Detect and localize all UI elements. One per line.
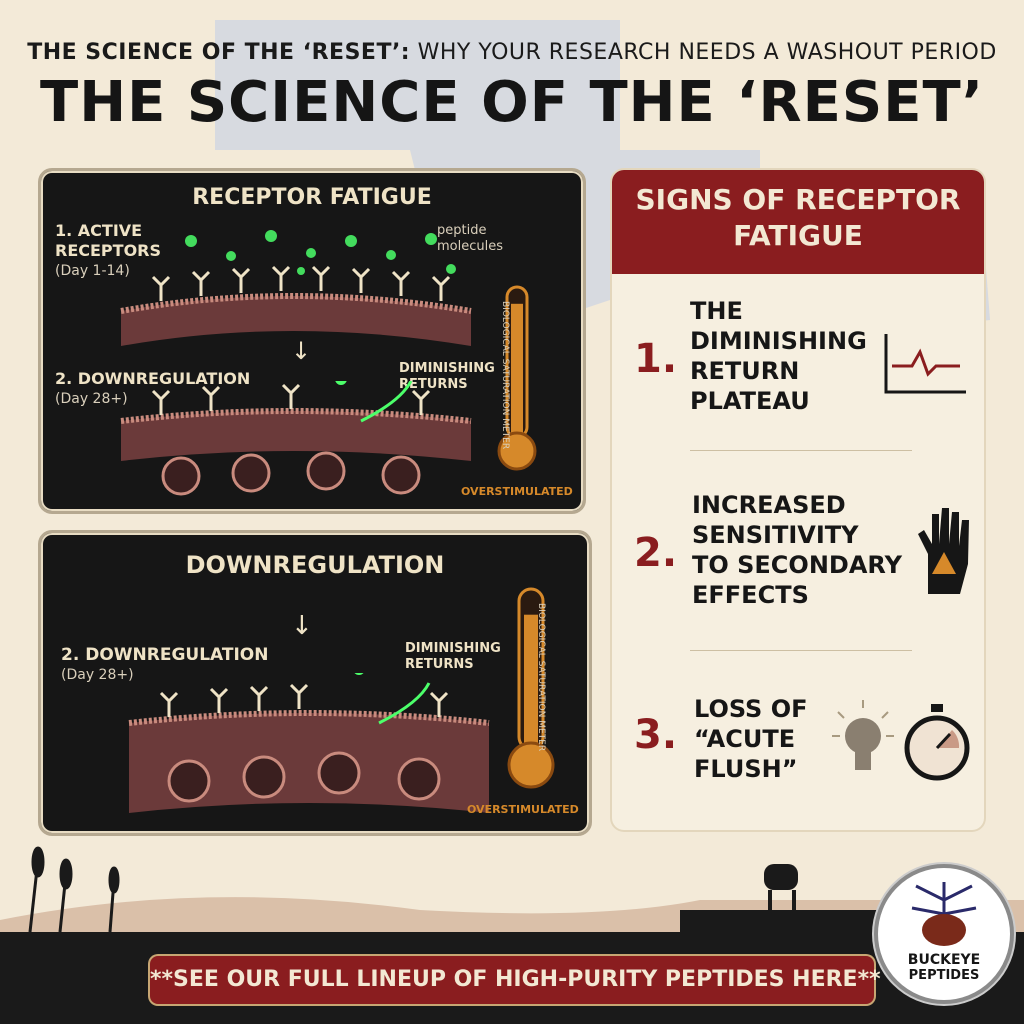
saturation-meter-label: BIOLOGICAL SATURATION METER bbox=[500, 301, 510, 450]
panel-title: RECEPTOR FATIGUE bbox=[192, 185, 432, 210]
overstimulated-label: OVERSTIMULATED bbox=[461, 485, 573, 498]
sign-text: INCREASED SENSITIVITY TO SECONDARY EFFEC… bbox=[692, 491, 902, 609]
page-title: THE SCIENCE OF THE ‘RESET’ bbox=[40, 70, 984, 135]
lineup-cta-button[interactable]: **SEE OUR FULL LINEUP OF HIGH-PURITY PEP… bbox=[150, 956, 881, 1004]
downregulated-membrane bbox=[128, 673, 490, 813]
diminishing-returns-label: DIMINISHING RETURNS bbox=[399, 361, 495, 392]
active-receptors-membrane bbox=[120, 230, 472, 346]
logo-emblem-icon bbox=[911, 882, 977, 946]
sign-text: LOSS OF “ACUTE FLUSH” bbox=[694, 695, 808, 783]
step2-label: 2. DOWNREGULATION (Day 28+) bbox=[61, 645, 269, 683]
lightbulb-icon bbox=[832, 700, 894, 770]
sign-text: THE DIMINISHING RETURN PLATEAU bbox=[690, 297, 867, 415]
diminishing-returns-label: DIMINISHING RETURNS bbox=[405, 641, 501, 672]
downregulated-membrane bbox=[120, 381, 472, 496]
sign-number: 1. bbox=[634, 336, 678, 382]
step2-label: 2. DOWNREGULATION (Day 28+) bbox=[55, 369, 251, 407]
divider bbox=[690, 450, 912, 451]
sign-item-3: 3. LOSS OF “ACUTE FLUSH” bbox=[632, 694, 972, 794]
down-arrow-icon: ↓ bbox=[291, 337, 312, 365]
molecules-label: peptide molecules bbox=[437, 223, 503, 254]
sign-item-1: 1. THE DIMINISHING RETURN PLATEAU bbox=[632, 296, 972, 416]
biohazard-glove-icon bbox=[918, 508, 969, 594]
logo-text-line1: BUCKEYE bbox=[907, 952, 981, 968]
buckeye-peptides-logo[interactable]: BUCKEYE PEPTIDES bbox=[874, 864, 1014, 1004]
signs-card-header bbox=[612, 170, 984, 274]
saturation-meter-label: BIOLOGICAL SATURATION METER bbox=[536, 603, 546, 752]
divider bbox=[690, 650, 912, 651]
page-subtitle: THE SCIENCE OF THE ‘RESET’: WHY YOUR RES… bbox=[27, 40, 997, 65]
down-arrow-icon: ↓ bbox=[291, 611, 313, 641]
panel-title: DOWNREGULATION bbox=[185, 551, 445, 579]
logo-text-line2: PEPTIDES bbox=[908, 968, 980, 983]
sign-number: 3. bbox=[634, 712, 678, 758]
overstimulated-label: OVERSTIMULATED bbox=[467, 803, 579, 816]
saturation-meter-icon bbox=[507, 587, 555, 789]
plateau-graph-icon bbox=[884, 334, 966, 394]
sign-number: 2. bbox=[634, 530, 678, 576]
receptor-fatigue-panel: RECEPTOR FATIGUE 1. ACTIVE RECEPTORS (Da… bbox=[38, 168, 586, 514]
step1-label: 1. ACTIVE RECEPTORS (Day 1-14) bbox=[55, 221, 162, 279]
signs-card-title: SIGNS OF RECEPTOR FATIGUE bbox=[635, 183, 961, 252]
sign-item-2: 2. INCREASED SENSITIVITY TO SECONDARY EF… bbox=[632, 490, 972, 620]
downregulation-panel: DOWNREGULATION ↓ 2. DOWNREGULATION (Day … bbox=[38, 530, 592, 836]
stopwatch-icon bbox=[904, 704, 970, 781]
saturation-meter-icon bbox=[497, 285, 537, 471]
